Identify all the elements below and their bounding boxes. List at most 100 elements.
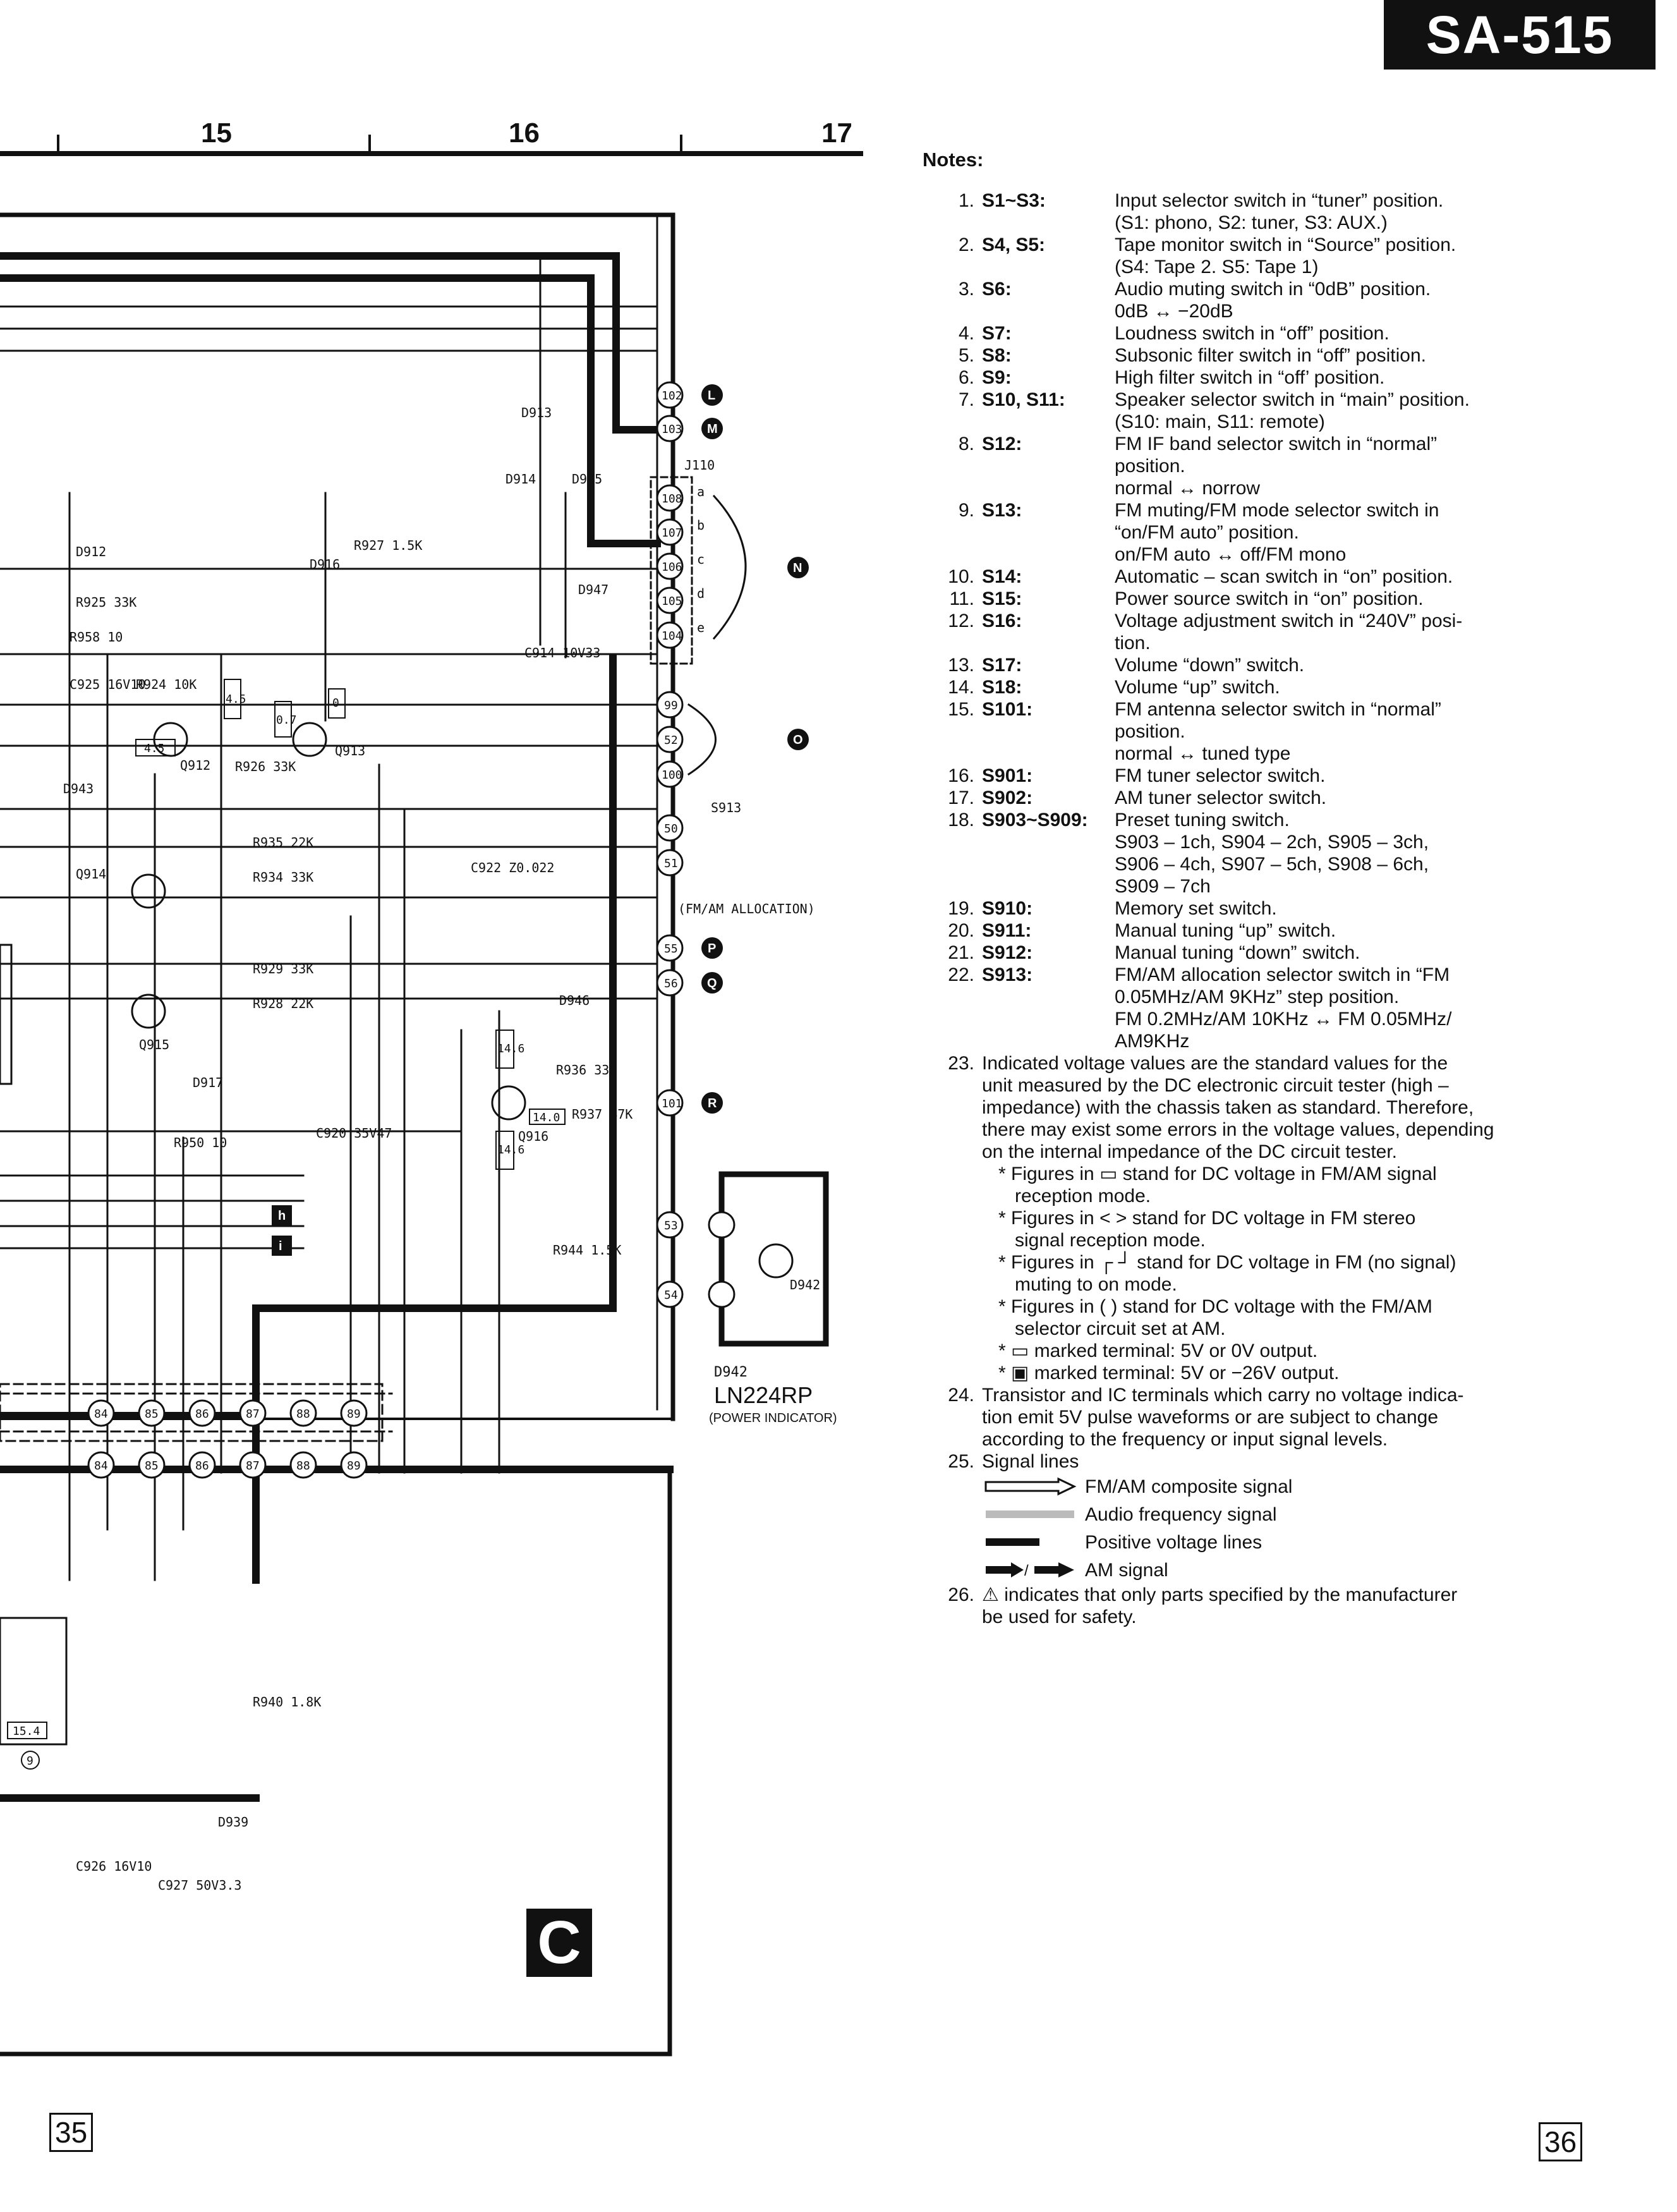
switch-name: S8: [982, 345, 1012, 366]
label-c920: C920 35V47 [316, 1126, 392, 1141]
label-c914: C914 10V33 [524, 645, 600, 660]
note-line: S903 – 1ch, S904 – 2ch, S905 – 3ch, [1115, 832, 1429, 853]
note-6: 6.S9:High filter switch in “off’ positio… [923, 367, 1561, 389]
bullet-line: signal reception mode. [1015, 1230, 1206, 1251]
note-line: Indicated voltage values are the standar… [982, 1053, 1448, 1074]
grid-number-17: 17 [821, 118, 852, 149]
box-letter-i: i [279, 1239, 282, 1253]
note-line: S906 – 4ch, S907 – 5ch, S908 – 6ch, [1115, 854, 1429, 875]
connector-55: 55 [664, 942, 678, 956]
note-line: Loudness switch in “off” position. [1115, 323, 1389, 344]
connector-letter-r: R [708, 1097, 717, 1110]
power-indicator-ref: D942 [714, 1364, 748, 1380]
note-line: FM tuner selector switch. [1115, 765, 1326, 786]
note-line: tion. [1115, 633, 1151, 653]
label-r937: R937 47K [572, 1107, 633, 1122]
note-line: Tape monitor switch in “Source” position… [1115, 234, 1456, 255]
note-15: 15.S101:FM antenna selector switch in “n… [923, 698, 1561, 765]
note-line: (S4: Tape 2. S5: Tape 1) [1115, 257, 1319, 277]
switch-name: S18: [982, 677, 1022, 698]
label-r935: R935 22K [253, 835, 313, 850]
bullet-line: * Figures in ┌ ┘ stand for DC voltage in… [998, 1252, 1456, 1273]
note-line: Subsonic filter switch in “off” position… [1115, 345, 1426, 366]
note-line: FM muting/FM mode selector switch in [1115, 500, 1439, 521]
connector-106: 106 [662, 561, 682, 574]
connector-107: 107 [662, 526, 682, 540]
connector-51: 51 [664, 857, 678, 870]
label-r944: R944 1.5K [553, 1243, 621, 1258]
label-q912: Q912 [180, 758, 210, 773]
connector-99: 99 [664, 699, 678, 712]
bus-pin-87-b: 87 [246, 1459, 260, 1473]
note-line: unit measured by the DC electronic circu… [982, 1075, 1449, 1096]
note-10: 10.S14:Automatic – scan switch in “on” p… [923, 566, 1561, 588]
bus-pin-89: 89 [347, 1407, 361, 1421]
note-line: there may exist some errors in the volta… [982, 1119, 1494, 1140]
note-line: normal ↔ tuned type [1115, 743, 1291, 764]
legend-positive-voltage: Positive voltage lines [923, 1528, 1561, 1556]
switch-name: S1~S3: [982, 190, 1046, 211]
note-line: 0dB ↔ −20dB [1115, 301, 1233, 322]
label-d942: D942 [790, 1277, 820, 1292]
bus-pin-88-b: 88 [296, 1459, 310, 1473]
note-line: Voltage adjustment switch in “240V” posi… [1115, 611, 1463, 631]
note-line: position. [1115, 456, 1185, 477]
bullet-line: * ▣ marked terminal: 5V or −26V output. [998, 1363, 1340, 1383]
connector-letter-m: M [707, 422, 718, 436]
note-line: on the internal impedance of the DC circ… [982, 1141, 1398, 1162]
solid-arrow-icon: / [985, 1562, 1074, 1579]
label-r934: R934 33K [253, 870, 313, 885]
jack-label: J110 [684, 458, 715, 473]
bullet-line: muting to on mode. [1015, 1274, 1177, 1295]
voltage-ic-pin9: 15.4 [13, 1725, 40, 1738]
note-line: Power source switch in “on” position. [1115, 588, 1424, 609]
label-c927: C927 50V3.3 [158, 1878, 241, 1893]
switch-name: S912: [982, 942, 1033, 963]
label-d917: D917 [193, 1075, 223, 1090]
note-22: 22.S913:FM/AM allocation selector switch… [923, 964, 1561, 1052]
jack-pin-b: b [697, 518, 705, 533]
label-d946: D946 [559, 993, 590, 1008]
note-8: 8.S12:FM IF band selector switch in “nor… [923, 433, 1561, 499]
switch-name: S10, S11: [982, 389, 1065, 410]
note-line: FM antenna selector switch in “normal” [1115, 699, 1441, 720]
voltage-q913-base: 0.7 [276, 714, 297, 727]
label-r927: R927 1.5K [354, 538, 422, 553]
connector-56: 56 [664, 977, 678, 990]
note-13: 13.S17:Volume “down” switch. [923, 654, 1561, 676]
voltage-q913-emitter: 0 [332, 696, 339, 710]
model-label: SA-515 [1384, 0, 1656, 70]
note-line: Automatic – scan switch in “on” position… [1115, 566, 1453, 587]
note-3: 3.S6:Audio muting switch in “0dB” positi… [923, 278, 1561, 322]
switch-name: S15: [982, 588, 1022, 609]
bullet-line: * Figures in ( ) stand for DC voltage wi… [998, 1296, 1432, 1317]
box-letter-h: h [278, 1209, 286, 1223]
note-line: S909 – 7ch [1115, 876, 1211, 897]
connector-103: 103 [662, 423, 682, 436]
svg-text:/: / [1024, 1562, 1029, 1579]
switch-name: S12: [982, 434, 1022, 454]
ic-pin-number: 9 [27, 1754, 33, 1768]
bullet-line: reception mode. [1015, 1186, 1151, 1206]
note-line: Volume “up” switch. [1115, 677, 1280, 698]
note-line: AM9KHz [1115, 1031, 1190, 1052]
switch-name: S13: [982, 500, 1022, 521]
voltage-q912-base: 4.5 [226, 693, 246, 706]
note-16: 16.S901:FM tuner selector switch. [923, 765, 1561, 787]
note-line: Memory set switch. [1115, 898, 1277, 919]
label-r950: R950 10 [174, 1135, 227, 1150]
switch-name: S911: [982, 920, 1032, 941]
grid-number-15: 15 [201, 118, 232, 149]
note-17: 17.S902:AM tuner selector switch. [923, 787, 1561, 809]
note-12: 12.S16:Voltage adjustment switch in “240… [923, 610, 1561, 654]
label-q915: Q915 [139, 1037, 169, 1052]
power-indicator-caption: (POWER INDICATOR) [709, 1411, 837, 1425]
notes-heading: Notes: [923, 149, 984, 171]
bus-pin-85-b: 85 [145, 1459, 159, 1473]
note-line: according to the frequency or input sign… [982, 1429, 1388, 1450]
thick-line-icon [985, 1538, 1039, 1546]
switch-name: S17: [982, 655, 1022, 676]
note-line: impedance) with the chassis taken as sta… [982, 1097, 1474, 1118]
label-d913: D913 [521, 405, 552, 420]
bullet-line: selector circuit set at AM. [1015, 1318, 1226, 1339]
